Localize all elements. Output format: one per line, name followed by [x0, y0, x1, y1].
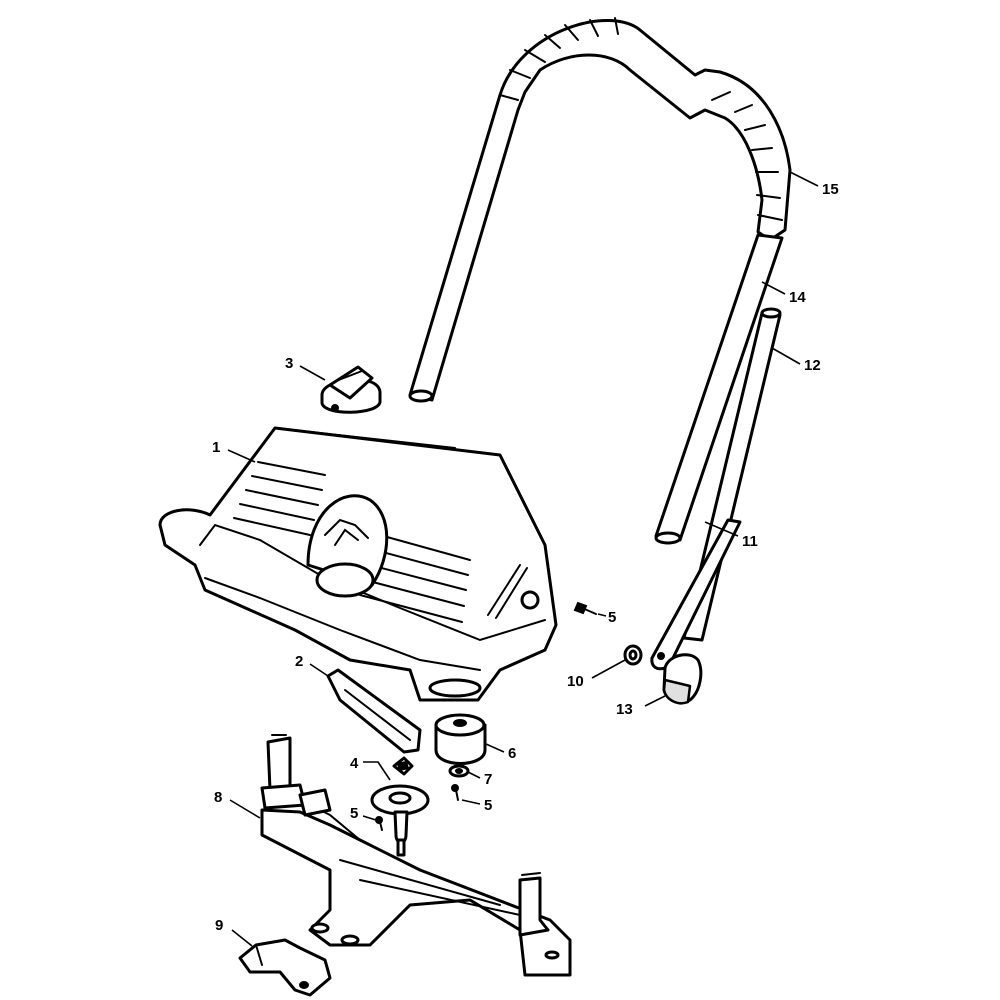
part-6-rubber-mount: [434, 713, 487, 765]
leader-lines: [227, 171, 819, 947]
leader-1: [227, 449, 256, 463]
callout-14: 14: [789, 289, 806, 306]
callout-15: 15: [822, 181, 839, 198]
leader-5c: [362, 815, 377, 821]
callout-6: 6: [508, 745, 516, 762]
part-8-base-frame: [260, 734, 572, 977]
callout-10: 10: [567, 673, 584, 690]
part-5-screw-right: [573, 601, 597, 615]
part-14-handle-tube: [654, 233, 784, 545]
leader-12: [771, 347, 801, 365]
leader-3: [299, 365, 326, 381]
leader-15: [789, 171, 819, 187]
callout-4: 4: [350, 755, 359, 772]
leader-9: [231, 929, 253, 947]
leader-4: [363, 761, 391, 781]
part-1-housing: [158, 426, 558, 702]
leader-5a: [597, 613, 607, 617]
part-3-filler-cap: [320, 365, 382, 414]
part-13-end-cap: [662, 653, 703, 705]
leader-5b: [461, 799, 481, 805]
part-5-screw-left: [375, 816, 383, 831]
leader-6: [485, 743, 505, 753]
part-7-washer: [448, 764, 470, 778]
callout-8: 8: [214, 789, 222, 806]
leader-13: [644, 695, 666, 707]
part-spindle-flange: [370, 784, 430, 857]
leader-7: [467, 771, 481, 779]
callout-5-right: 5: [608, 609, 616, 626]
leader-8: [229, 799, 261, 819]
callout-labels: 1 2 3 4 5 5 5 6 7 8 9 10 11 12 13 14 15: [212, 181, 839, 934]
callout-9: 9: [215, 917, 223, 934]
callout-1: 1: [212, 439, 220, 456]
callout-12: 12: [804, 357, 821, 374]
leader-14: [761, 281, 786, 295]
part-9-plate: [238, 938, 332, 997]
callout-2: 2: [295, 653, 303, 670]
callout-3: 3: [285, 355, 293, 372]
part-5-screw-center: [451, 784, 459, 801]
leader-10: [591, 659, 626, 679]
callout-5-center: 5: [484, 797, 492, 814]
part-10-washer: [623, 644, 643, 666]
callout-7: 7: [484, 771, 492, 788]
callout-13: 13: [616, 701, 633, 718]
part-4-clip: [392, 756, 414, 776]
part-2-bracket: [326, 668, 422, 754]
part-15-handle-upper: [408, 17, 792, 403]
leader-2: [309, 663, 329, 677]
leader-11: [704, 521, 739, 537]
callout-11: 11: [742, 533, 758, 550]
callout-5-left: 5: [350, 805, 358, 822]
